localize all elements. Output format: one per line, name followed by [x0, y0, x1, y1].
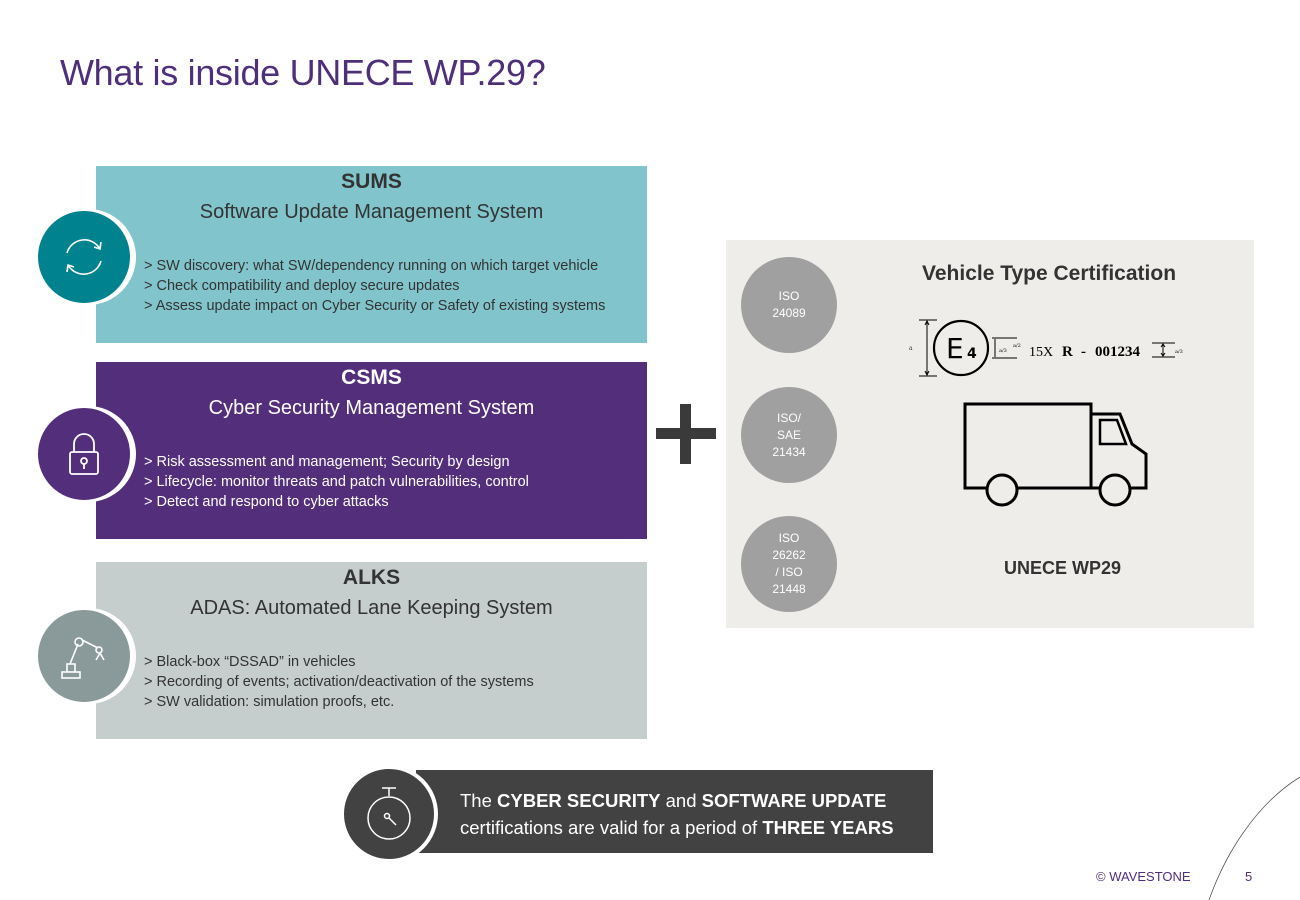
certification-footer: UNECE WP29 [1004, 558, 1122, 578]
robot-arm-icon [36, 608, 132, 704]
csms-card: CSMS Cyber Security Management System > … [96, 362, 647, 539]
list-item: > Assess update impact on Cyber Security… [144, 298, 606, 314]
list-item: > Risk assessment and management; Securi… [144, 454, 510, 470]
footer-brand: © WAVESTONE [1096, 869, 1191, 884]
sums-card: SUMS Software Update Management System >… [96, 166, 647, 343]
iso-badge: ISO 26262 / ISO 21448 [741, 516, 837, 612]
mark-code: 15X [1029, 345, 1053, 360]
alks-subtitle: ADAS: Automated Lane Keeping System [190, 597, 553, 619]
mark-dim-label: a/3 [999, 348, 1007, 354]
refresh-icon [36, 209, 132, 305]
iso-label: SAE [776, 427, 801, 442]
mark-number: 4 [967, 346, 977, 362]
truck-icon [963, 402, 1148, 507]
banner-text-part: and [660, 790, 702, 811]
iso-label: ISO [778, 289, 800, 303]
iso-label: 24089 [772, 306, 806, 320]
mark-letter: E [946, 332, 964, 365]
csms-subtitle: Cyber Security Management System [208, 397, 535, 419]
iso-label: 21448 [772, 582, 806, 596]
iso-label: 21434 [772, 444, 806, 459]
list-item: > Lifecycle: monitor threats and patch v… [144, 474, 529, 490]
sums-title: SUMS [341, 170, 402, 193]
mark-dim-label: a [909, 345, 913, 352]
approval-mark: a E 4 a/3 a/2 15X R - 001234 a/3 [909, 319, 1183, 377]
certification-title: Vehicle Type Certification [922, 262, 1177, 285]
sums-bullets: > SW discovery: what SW/dependency runni… [144, 256, 605, 316]
list-item: > Black-box “DSSAD” in vehicles [144, 654, 356, 670]
list-item: > SW discovery: what SW/dependency runni… [144, 258, 599, 274]
list-item: > Recording of events; activation/deacti… [144, 674, 534, 690]
alks-card: ALKS ADAS: Automated Lane Keeping System… [96, 562, 647, 739]
mark-approval-number: 001234 [1095, 344, 1141, 360]
iso-label: 26262 [772, 548, 806, 562]
csms-bullets: > Risk assessment and management; Securi… [144, 452, 529, 512]
page-number: 5 [1245, 869, 1253, 884]
padlock-icon [36, 406, 132, 502]
banner-highlight: CYBER SECURITY [497, 790, 661, 811]
list-item: > Check compatibility and deploy secure … [144, 278, 460, 294]
iso-label: ISO/ [776, 410, 801, 425]
iso-badge: ISO/ SAE 21434 [741, 387, 837, 483]
mark-dim-label: a/2 [1013, 343, 1021, 349]
iso-badge: ISO 24089 [741, 257, 837, 353]
mark-regulation: R [1062, 344, 1073, 360]
alks-title: ALKS [342, 566, 401, 589]
page-title: What is inside UNECE WP.29? [60, 52, 546, 93]
plus-icon [656, 404, 716, 464]
validity-banner: The CYBER SECURITY and SOFTWARE UPDATE c… [416, 770, 933, 853]
mark-dash: - [1081, 344, 1086, 360]
list-item: > Detect and respond to cyber attacks [144, 494, 389, 510]
csms-title: CSMS [341, 366, 402, 389]
banner-highlight: SOFTWARE UPDATE [701, 790, 887, 811]
banner-highlight: THREE YEARS [762, 817, 894, 838]
banner-text-part: certifications are valid for a period of [460, 817, 763, 838]
banner-text-part: The [460, 790, 498, 811]
alks-bullets: > Black-box “DSSAD” in vehicles > Record… [144, 652, 534, 712]
banner-text: The CYBER SECURITY and SOFTWARE UPDATE c… [460, 787, 894, 841]
iso-label: ISO [778, 531, 800, 545]
mark-dim-label: a/3 [1175, 349, 1183, 355]
list-item: > SW validation: simulation proofs, etc. [144, 694, 395, 710]
sums-subtitle: Software Update Management System [199, 201, 544, 223]
iso-label: / ISO [775, 565, 803, 579]
stopwatch-icon [340, 765, 438, 863]
decorative-curve [1208, 776, 1300, 900]
